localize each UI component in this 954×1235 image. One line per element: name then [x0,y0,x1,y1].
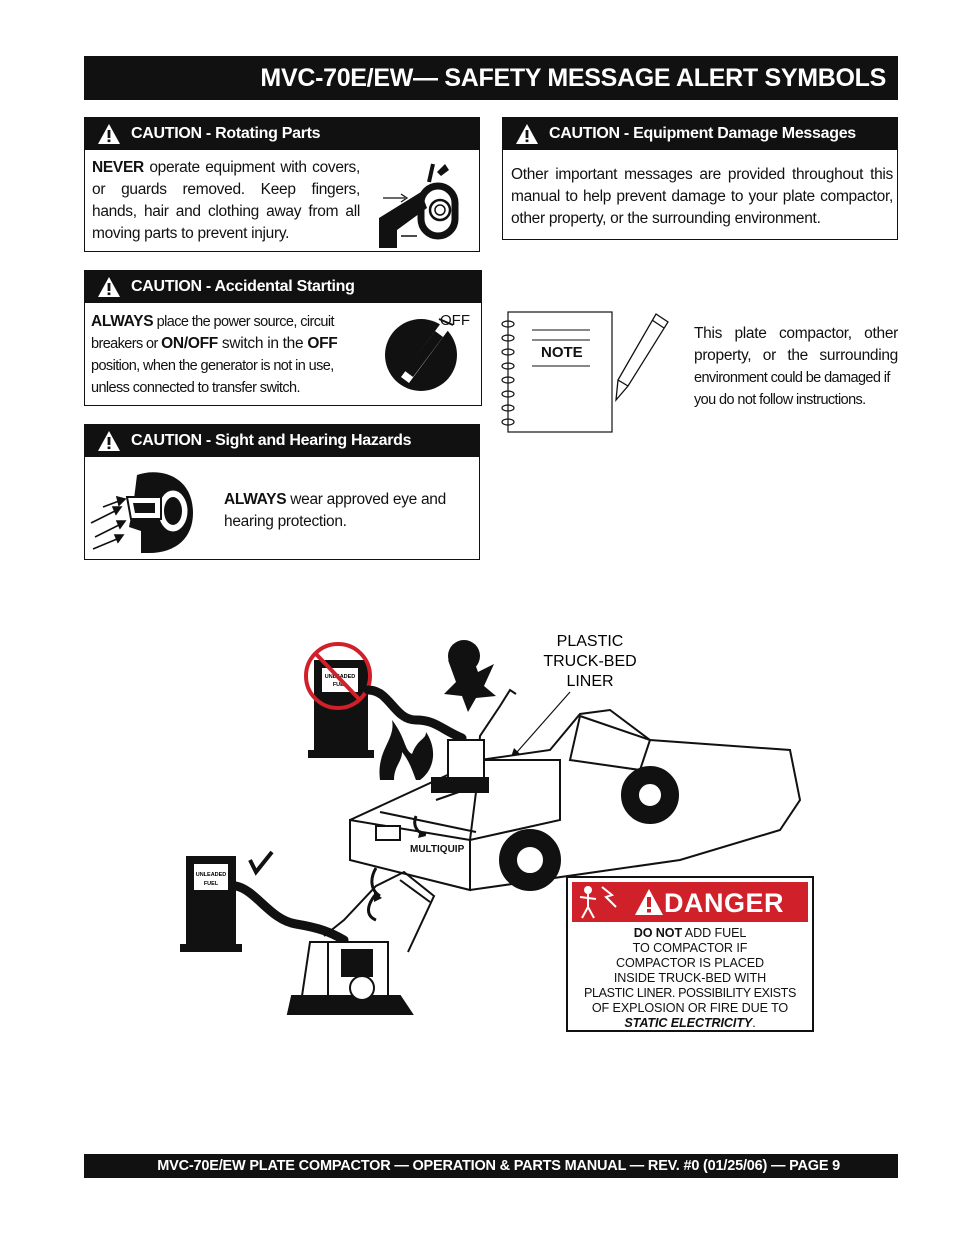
emphasis: ON/OFF [161,335,218,352]
page-title: MVC-70E/EW— SAFETY MESSAGE ALERT SYMBOLS [84,56,898,100]
emphasis: OFF [307,335,338,352]
caution-text: ALWAYS wear approved eye and hearing pro… [224,489,464,533]
emphasis: DO NOT [633,926,683,940]
note-text-line: This plate compactor, other property, or… [694,325,898,364]
pickup-truck: MULTIQUIP [349,708,802,892]
checkmark-icon [248,850,274,876]
prohibited-icon [304,642,372,710]
fuel-pump-approved: UNLEADED FUEL [180,850,349,952]
caution-sight-hearing-box: CAUTION - Sight and Hearing Hazards ALWA… [84,424,480,560]
pump-label: UNLEADED [196,872,227,878]
text: . [752,1016,756,1030]
caution-header: CAUTION - Rotating Parts [85,118,479,150]
caution-title: CAUTION - Rotating Parts [131,125,321,142]
liner-label-line: PLASTIC [557,633,624,650]
danger-line: PLASTIC LINER. POSSIBILITY EXISTS [584,986,796,1000]
shock-person-icon [579,886,617,919]
emphasis: STATIC ELECTRICITY [624,1016,753,1030]
caution-text: Other important messages are provided th… [511,166,893,227]
caution-header: CAUTION - Equipment Damage Messages [503,118,897,150]
caution-starting-box: CAUTION - Accidental Starting ALWAYS pla… [84,270,482,406]
liner-label-line: LINER [566,673,613,690]
danger-line: STATIC ELECTRICITY. [572,1016,808,1031]
text: position, when the generator is not in u… [91,358,334,396]
brand-label: MULTIQUIP [410,844,465,855]
danger-line: OF EXPLOSION OR FIRE DUE TO [591,1001,789,1015]
danger-line: DO NOT ADD FUEL [572,926,808,941]
warning-triangle-icon [98,124,120,144]
caution-text: NEVER operate equipment with covers, or … [92,157,360,245]
emphasis: ALWAYS [91,313,154,330]
note-label: NOTE [541,344,583,361]
warning-triangle-icon [98,277,120,297]
danger-line: TO COMPACTOR IF [632,941,748,955]
text: operate equipment with covers, or guards… [92,159,360,242]
danger-title: DANGER [664,888,785,918]
note-text-line: environment could be damaged if you do n… [694,370,890,408]
caution-title: CAUTION - Accidental Starting [131,278,355,295]
text: switch in the [217,335,308,352]
rotating-parts-icon [379,163,459,248]
emphasis: NEVER [92,159,144,176]
eye-ear-protection-icon [90,472,193,553]
warning-triangle-icon [516,124,538,144]
caution-title: CAUTION - Sight and Hearing Hazards [131,432,412,449]
pump-label: FUEL [204,881,219,887]
caution-text: ALWAYS place the power source, circuit b… [91,311,361,399]
caution-damage-box: CAUTION - Equipment Damage Messages Othe… [502,117,898,240]
switch-off-icon [385,318,457,391]
danger-line: INSIDE TRUCK-BED WITH [613,971,767,985]
danger-label: DANGER DO NOT ADD FUEL TO COMPACTOR IF C… [566,876,814,1032]
text: ADD FUEL [682,926,747,940]
emphasis: ALWAYS [224,491,287,508]
danger-text: DO NOT ADD FUEL TO COMPACTOR IF COMPACTO… [572,926,808,1031]
caution-title: CAUTION - Equipment Damage Messages [549,125,856,142]
caution-rotating-parts-box: CAUTION - Rotating Parts NEVER operate e… [84,117,480,252]
text: place the power source, circuit breakers… [91,314,335,352]
danger-triangle-icon [635,889,663,915]
liner-label-line: TRUCK-BED [543,653,636,670]
notebook-note-icon [501,311,669,433]
compactor-in-truck [431,688,517,801]
danger-header: DANGER [572,882,808,922]
text: wear approved eye and hearing protection… [224,491,446,530]
pump-label: FUEL [333,682,348,688]
fuel-pump-prohibited: UNLEADED FUEL [304,642,467,758]
note-text: This plate compactor, other property, or… [694,323,898,411]
caution-header: CAUTION - Accidental Starting [85,271,481,303]
caution-header: CAUTION - Sight and Hearing Hazards [85,425,479,457]
danger-line: COMPACTOR IS PLACED [615,956,765,970]
truck-refuel-illustration: PLASTIC TRUCK-BED LINER UNLEADED FUEL MU… [180,633,802,1015]
off-label: OFF [440,312,470,329]
compactor-on-ground [286,870,436,1015]
fire-explosion-icon [379,640,496,780]
warning-triangle-icon [98,431,120,451]
page-footer: MVC-70E/EW PLATE COMPACTOR — OPERATION &… [84,1154,898,1178]
